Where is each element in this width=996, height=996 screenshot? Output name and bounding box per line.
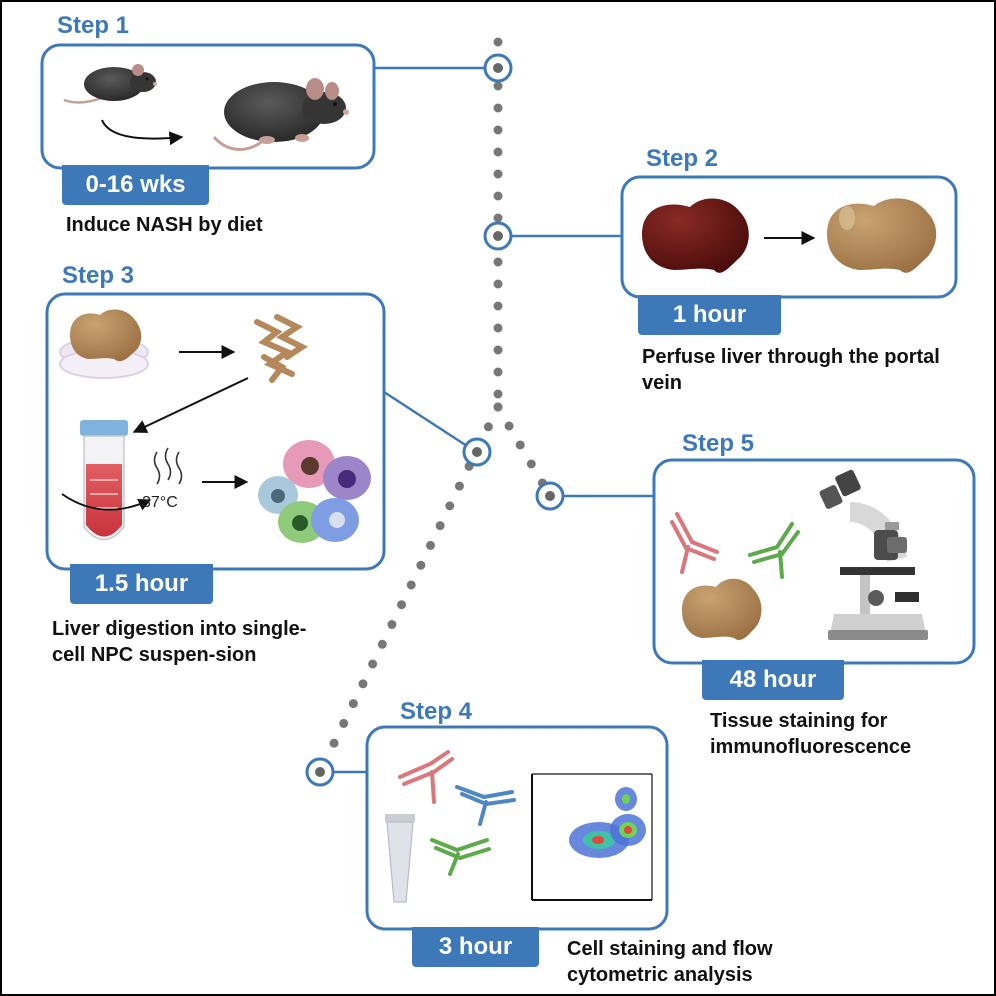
antibody-icon	[455, 785, 516, 826]
antibody-icon	[430, 838, 491, 876]
connector-lines	[332, 66, 654, 774]
step1-description: Induce NASH by diet	[66, 214, 263, 236]
digest-arrow	[132, 377, 249, 433]
step2-duration-badge: 1 hour	[638, 295, 781, 335]
step5-duration-badge: 48 hour	[702, 660, 844, 700]
liver-icon	[682, 578, 762, 641]
step2-description: Perfuse liver through the portal vein	[642, 346, 940, 394]
cell-icon	[323, 456, 371, 500]
cell-icon	[311, 498, 359, 542]
rotation-arrow	[61, 493, 152, 511]
step4-title: Step 4	[400, 698, 473, 725]
step3-duration-badge: 1.5 hour	[70, 564, 213, 604]
timeline-branch-right	[493, 402, 555, 501]
step4-description: Cell staining and flow cytometric analys…	[567, 938, 773, 986]
step2-title: Step 2	[646, 145, 719, 172]
step3-description: Liver digestion into single-cell NPC sus…	[52, 618, 307, 666]
step5-description: Tissue staining for immunofluorescence	[710, 710, 912, 758]
connector-step3	[383, 390, 468, 448]
step5-title: Step 5	[682, 430, 755, 457]
microscope-icon	[819, 469, 928, 640]
cell-icon	[258, 476, 298, 514]
liver-icon	[642, 198, 749, 273]
timeline-nodes	[305, 53, 565, 787]
minced-liver-icon	[254, 314, 308, 383]
antibody-icon	[670, 512, 719, 574]
step1-title: Step 1	[57, 12, 130, 39]
mouse-icon	[212, 78, 349, 151]
step1-duration-badge: 0-16 wks	[62, 165, 209, 205]
incubation-temperature-label: 37°C	[142, 494, 178, 511]
cell-cluster-icon	[258, 440, 371, 543]
heat-waves-icon	[153, 447, 183, 485]
timeline-node-step3	[462, 437, 492, 467]
tube-icon	[80, 420, 128, 541]
mouse-icon	[63, 64, 157, 104]
liver-icon	[70, 309, 142, 362]
timeline-node-step1	[483, 53, 513, 83]
timeline-node-step4	[305, 757, 335, 787]
antibody-icon	[398, 750, 454, 804]
timeline-node-step5	[535, 481, 565, 511]
timeline-node-step2	[483, 221, 513, 251]
cell-icon	[283, 440, 335, 488]
timeline-dots	[315, 37, 555, 777]
timeline-branch-left	[315, 402, 503, 777]
growth-arrow	[101, 119, 184, 146]
antibody-icon	[748, 522, 800, 579]
step4-duration-badge: 3 hour	[412, 927, 539, 967]
step3-title: Step 3	[62, 262, 135, 289]
flow-plot-icon	[531, 773, 653, 901]
microtube-icon	[385, 814, 415, 903]
